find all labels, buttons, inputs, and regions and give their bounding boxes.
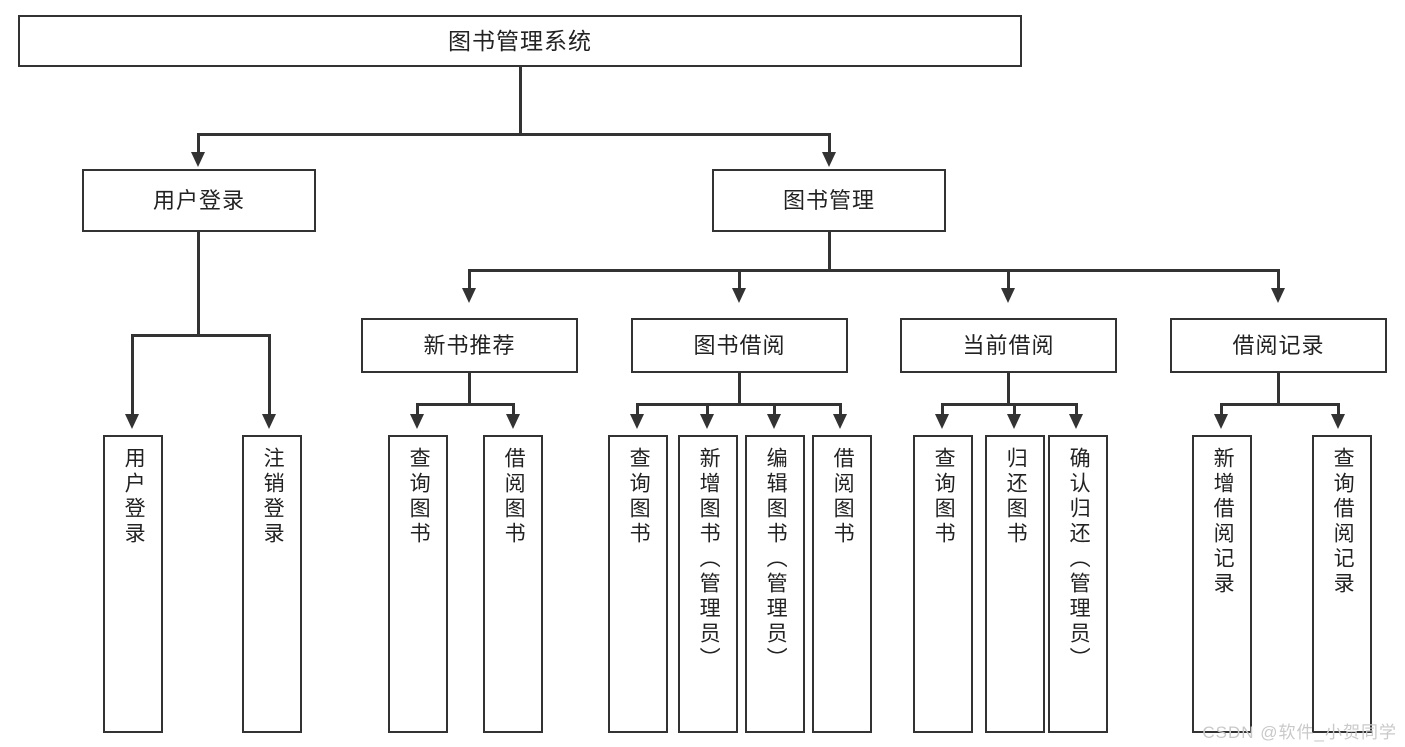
connector-current-borrow-stem (1007, 373, 1010, 405)
connector-to-new-book-recommend (468, 269, 471, 291)
connector-to-leaf-logout (268, 334, 271, 416)
connector-borrow-record-stem (1277, 373, 1280, 405)
arrowhead-borrow-record (1271, 288, 1285, 303)
leaf-label: 用户登录 (122, 447, 146, 547)
node-new-book-recommend[interactable]: 新书推荐 (361, 318, 578, 373)
arrowhead-cb-leaf-1 (935, 414, 949, 429)
node-label: 用户登录 (152, 187, 245, 213)
arrowhead-user-login (191, 152, 205, 167)
arrowhead-cb-leaf-2 (1007, 414, 1021, 429)
arrowhead-cb-leaf-3 (1069, 414, 1083, 429)
leaf-logout[interactable]: 注销登录 (242, 435, 302, 733)
arrowhead-bb-leaf-3 (767, 414, 781, 429)
leaf-label: 查询借阅记录 (1331, 447, 1355, 597)
leaf-br-add-record[interactable]: 新增借阅记录 (1192, 435, 1252, 733)
connector-cb-leaf-1 (941, 403, 944, 416)
node-book-management-system[interactable]: 图书管理系统 (18, 15, 1022, 67)
arrowhead-br-leaf-1 (1214, 414, 1228, 429)
node-label: 图书管理 (782, 187, 875, 213)
node-label: 当前借阅 (962, 332, 1055, 358)
node-current-borrow[interactable]: 当前借阅 (900, 318, 1117, 373)
connector-nbr-leaf-1 (416, 403, 419, 416)
arrowhead-book-management (822, 152, 836, 167)
arrowhead-br-leaf-2 (1331, 414, 1345, 429)
leaf-label: 查询图书 (932, 447, 956, 547)
leaf-bb-add-book-admin[interactable]: 新增图书（管理员） (678, 435, 738, 733)
arrowhead-leaf-user-login (125, 414, 139, 429)
connector-br-leaf-1 (1220, 403, 1223, 416)
leaf-label: 编辑图书（管理员） (764, 447, 788, 672)
node-user-login[interactable]: 用户登录 (82, 169, 316, 232)
connector-book-borrow-bus (636, 403, 841, 406)
arrowhead-bb-leaf-1 (630, 414, 644, 429)
node-label: 新书推荐 (423, 332, 516, 358)
leaf-cb-return-book[interactable]: 归还图书 (985, 435, 1045, 733)
arrowhead-new-book-recommend (462, 288, 476, 303)
leaf-label: 查询图书 (627, 447, 651, 547)
leaf-bb-edit-book-admin[interactable]: 编辑图书（管理员） (745, 435, 805, 733)
arrowhead-leaf-logout (262, 414, 276, 429)
connector-to-borrow-record (1277, 269, 1280, 291)
leaf-user-login[interactable]: 用户登录 (103, 435, 163, 733)
leaf-nbr-query-book[interactable]: 查询图书 (388, 435, 448, 733)
leaf-label: 注销登录 (261, 447, 285, 547)
connector-to-current-borrow (1007, 269, 1010, 291)
arrowhead-nbr-leaf-1 (410, 414, 424, 429)
leaf-cb-confirm-return-admin[interactable]: 确认归还（管理员） (1048, 435, 1108, 733)
leaf-label: 借阅图书 (831, 447, 855, 547)
connector-book-management-stem (828, 232, 831, 272)
arrowhead-book-borrow (732, 288, 746, 303)
connector-to-book-borrow (738, 269, 741, 291)
connector-bb-leaf-1 (636, 403, 639, 416)
connector-bb-leaf-3 (773, 403, 776, 416)
connector-level2-bus (198, 133, 831, 136)
connector-user-login-bus (131, 334, 270, 337)
node-book-management[interactable]: 图书管理 (712, 169, 946, 232)
arrowhead-bb-leaf-4 (833, 414, 847, 429)
connector-user-login-stem (197, 232, 200, 336)
leaf-nbr-borrow-book[interactable]: 借阅图书 (483, 435, 543, 733)
connector-cb-leaf-3 (1075, 403, 1078, 416)
arrowhead-nbr-leaf-2 (506, 414, 520, 429)
connector-br-leaf-2 (1337, 403, 1340, 416)
leaf-label: 新增借阅记录 (1211, 447, 1235, 597)
leaf-bb-query-book[interactable]: 查询图书 (608, 435, 668, 733)
leaf-label: 查询图书 (407, 447, 431, 547)
connector-current-borrow-bus (941, 403, 1077, 406)
node-borrow-record[interactable]: 借阅记录 (1170, 318, 1387, 373)
connector-to-leaf-user-login (131, 334, 134, 416)
connector-bb-leaf-2 (706, 403, 709, 416)
arrowhead-bb-leaf-2 (700, 414, 714, 429)
node-label: 图书管理系统 (448, 27, 592, 54)
node-book-borrow[interactable]: 图书借阅 (631, 318, 848, 373)
arrowhead-current-borrow (1001, 288, 1015, 303)
leaf-bb-borrow-book[interactable]: 借阅图书 (812, 435, 872, 733)
node-label: 借阅记录 (1232, 332, 1325, 358)
leaf-br-query-record[interactable]: 查询借阅记录 (1312, 435, 1372, 733)
connector-bb-leaf-4 (839, 403, 842, 416)
connector-to-book-management (828, 133, 831, 155)
leaf-cb-query-book[interactable]: 查询图书 (913, 435, 973, 733)
connector-nbr-leaf-2 (512, 403, 515, 416)
connector-to-user-login (197, 133, 200, 155)
leaf-label: 借阅图书 (502, 447, 526, 547)
leaf-label: 确认归还（管理员） (1067, 447, 1091, 672)
connector-book-borrow-stem (738, 373, 741, 405)
connector-borrow-record-bus (1220, 403, 1340, 406)
connector-new-book-recommend-bus (416, 403, 515, 406)
node-label: 图书借阅 (693, 332, 786, 358)
leaf-label: 新增图书（管理员） (697, 447, 721, 672)
leaf-label: 归还图书 (1004, 447, 1028, 547)
connector-level3-bus (468, 269, 1280, 272)
connector-root-stem (519, 67, 522, 135)
connector-cb-leaf-2 (1013, 403, 1016, 416)
connector-new-book-recommend-stem (468, 373, 471, 405)
